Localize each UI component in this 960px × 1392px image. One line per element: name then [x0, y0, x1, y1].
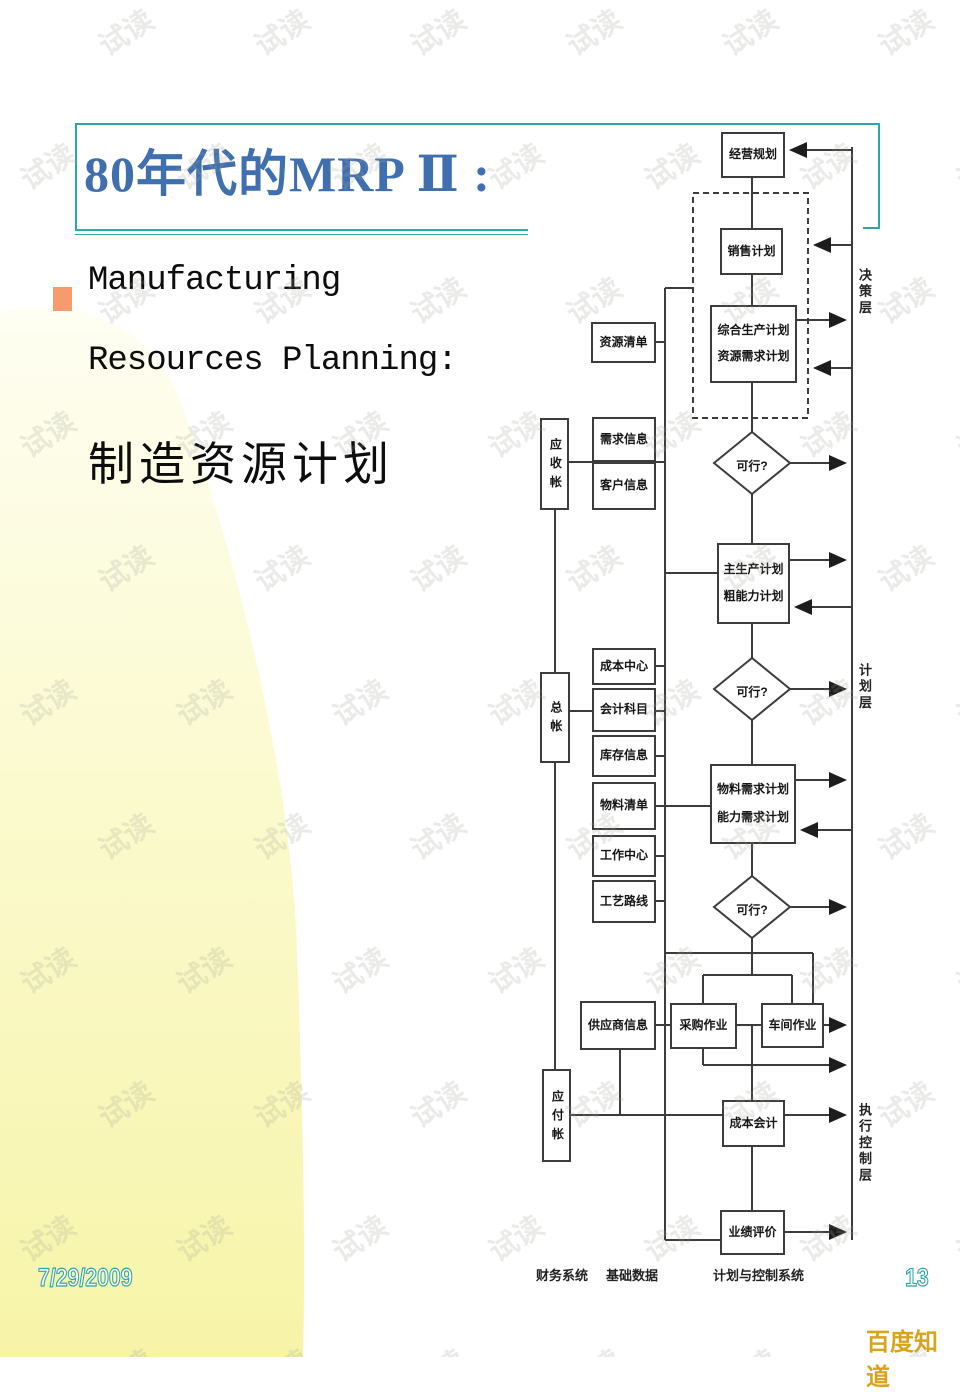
data-resource-list: 资源清单: [591, 322, 656, 363]
page-title: 80年代的MRP Ⅱ :: [84, 146, 491, 202]
label-decision-layer: 决策层: [857, 268, 872, 317]
title-box-border-top: [75, 123, 880, 125]
slide: { "slide": { "title": "80年代的MRP Ⅱ :", "b…: [0, 4, 960, 1391]
node-cost-accounting: 成本会计: [722, 1100, 785, 1147]
node-aggregate-plan: 综合生产计划 资源需求计划: [710, 305, 797, 383]
node-mps-line1: 主生产计划: [723, 561, 784, 576]
label-execution-control-layer: 执行控制层: [857, 1103, 872, 1185]
node-aggregate-plan-line2: 资源需求计划: [717, 349, 790, 364]
bullet-text-line3: 制造资源计划: [88, 439, 394, 490]
data-supplier-info: 供应商信息: [580, 1001, 656, 1050]
node-business-planning: 经营规划: [721, 132, 785, 178]
title-box-border-right: [878, 123, 880, 228]
bullet-text-line2: Resources Planning:: [88, 342, 458, 380]
node-performance-evaluation: 业绩评价: [720, 1210, 785, 1255]
node-aggregate-plan-line1: 综合生产计划: [717, 322, 790, 337]
title-box-underline: [75, 234, 535, 235]
node-mps-line2: 粗能力计划: [723, 589, 784, 604]
title-box-border-corner: [863, 227, 880, 229]
legend-base-data: 基础数据: [606, 1268, 659, 1283]
legend-planning-control-system: 计划与控制系统: [713, 1268, 805, 1283]
brand-watermark: 百度知道: [866, 1329, 938, 1391]
data-inventory-info: 库存信息: [592, 735, 656, 777]
node-purchasing: 采购作业: [670, 1003, 737, 1049]
ledger-accounts-receivable: 应收帐: [540, 418, 569, 510]
node-mrp: 物料需求计划 能力需求计划: [710, 764, 796, 844]
node-mrp-line1: 物料需求计划: [716, 782, 789, 797]
title-box-border-left: [75, 123, 77, 231]
data-account-subjects: 会计科目: [592, 688, 656, 732]
legend-financial-system: 财务系统: [536, 1268, 589, 1283]
flowchart-connectors: [554, 142, 853, 1241]
data-customer-info: 客户信息: [592, 462, 656, 510]
data-bill-of-materials: 物料清单: [592, 782, 656, 830]
ledger-general-ledger: 总帐: [540, 672, 570, 763]
decision-feasible-3: 可行?: [736, 903, 768, 917]
ledger-accounts-payable: 应付帐: [542, 1069, 571, 1162]
background-yellow-shape: [0, 307, 305, 1357]
bullet-marker: [53, 287, 72, 311]
node-shop-floor: 车间作业: [761, 1003, 824, 1048]
title-box-border-bottom: [75, 229, 880, 231]
data-process-routing: 工艺路线: [592, 880, 656, 923]
node-sales-plan: 销售计划: [720, 228, 783, 275]
bullet-text-line1: Manufacturing: [88, 262, 341, 300]
mrp2-flowchart: 经营规划 销售计划 综合生产计划 资源需求计划 主生产计划 粗能力计划 物料需求…: [528, 127, 958, 1302]
data-work-center: 工作中心: [592, 835, 656, 877]
slide-date: 7/29/2009: [37, 1263, 133, 1292]
decision-feasible-2: 可行?: [736, 685, 768, 699]
data-cost-center: 成本中心: [592, 648, 656, 685]
node-master-production-schedule: 主生产计划 粗能力计划: [717, 543, 790, 624]
page-number: 13: [905, 1263, 930, 1292]
label-planning-layer: 计划层: [857, 663, 872, 712]
data-demand-info: 需求信息: [592, 417, 656, 462]
node-mrp-line2: 能力需求计划: [716, 809, 789, 824]
decision-feasible-1: 可行?: [736, 459, 768, 473]
